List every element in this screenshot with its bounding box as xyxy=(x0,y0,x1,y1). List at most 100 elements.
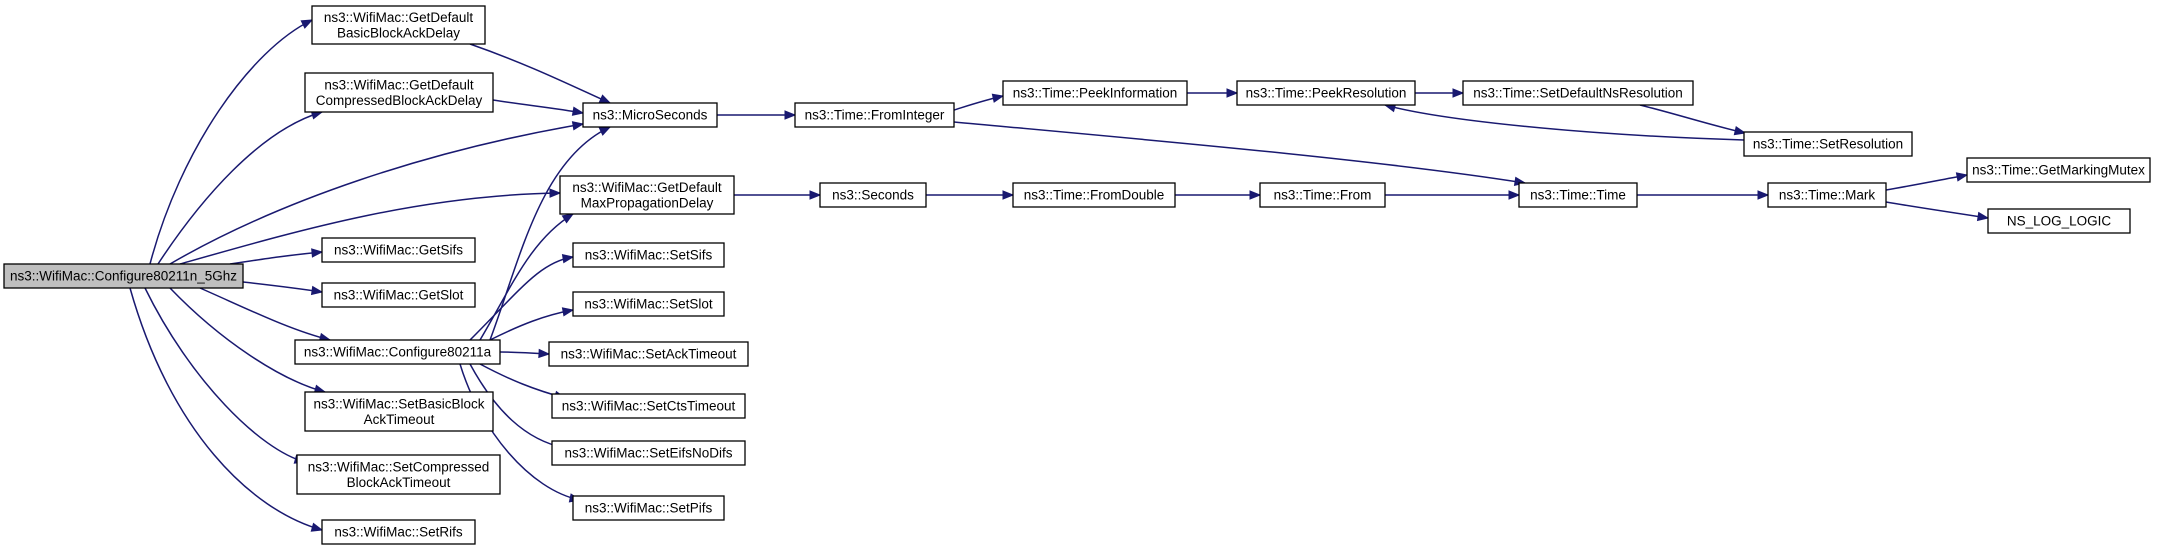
node-setrifs[interactable]: ns3::WifiMac::SetRifs xyxy=(321,519,476,545)
arrowhead-icon xyxy=(561,213,575,224)
node-label: ns3::WifiMac::GetSlot xyxy=(334,288,464,303)
node-mark[interactable]: ns3::Time::Mark xyxy=(1767,182,1887,208)
arrowhead-icon xyxy=(1955,172,1969,182)
node-label: ns3::Time::Time xyxy=(1530,188,1626,203)
node-label: ns3::WifiMac::SetRifs xyxy=(334,525,463,540)
node-gdcbad[interactable]: ns3::WifiMac::GetDefaultCompressedBlockA… xyxy=(304,72,494,113)
node-setcbat[interactable]: ns3::WifiMac::SetCompressedBlockAckTimeo… xyxy=(296,454,501,495)
edge-line xyxy=(157,111,323,265)
node-time[interactable]: ns3::Time::Time xyxy=(1518,182,1638,208)
node-setctsto[interactable]: ns3::WifiMac::SetCtsTimeout xyxy=(551,393,746,419)
node-fromdbl[interactable]: ns3::Time::FromDouble xyxy=(1012,182,1176,208)
edge-line xyxy=(199,287,331,341)
node-label: ns3::WifiMac::SetPifs xyxy=(585,501,713,516)
node-setres[interactable]: ns3::Time::SetResolution xyxy=(1743,131,1913,157)
edge-line xyxy=(1639,104,1746,134)
edge-conf11a-to-gdmpd xyxy=(479,213,575,341)
node-box xyxy=(548,341,749,367)
node-setackto[interactable]: ns3::WifiMac::SetAckTimeout xyxy=(548,341,749,367)
arrowhead-icon xyxy=(1249,190,1262,200)
node-box xyxy=(551,393,746,419)
edge-root-to-getslot xyxy=(242,281,324,296)
node-label: ns3::WifiMac::SetEifsNoDifs xyxy=(564,446,732,461)
arrowhead-icon xyxy=(561,307,575,317)
node-box xyxy=(311,5,486,45)
node-gdmpd[interactable]: ns3::WifiMac::GetDefaultMaxPropagationDe… xyxy=(559,175,735,215)
node-label: ns3::Time::SetResolution xyxy=(1753,137,1903,152)
node-setslot[interactable]: ns3::WifiMac::SetSlot xyxy=(572,291,725,317)
edge-conf11a-to-setsifs xyxy=(469,254,575,341)
node-peekinfo[interactable]: ns3::Time::PeekInformation xyxy=(1002,80,1188,106)
node-peekres[interactable]: ns3::Time::PeekResolution xyxy=(1236,80,1416,106)
edge-line xyxy=(129,287,323,531)
node-micro[interactable]: ns3::MicroSeconds xyxy=(582,102,718,128)
node-box xyxy=(1002,80,1188,106)
node-seconds[interactable]: ns3::Seconds xyxy=(819,182,927,208)
edge-line xyxy=(469,256,574,341)
node-gdbbad[interactable]: ns3::WifiMac::GetDefaultBasicBlockAckDel… xyxy=(311,5,486,45)
node-label: ns3::Seconds xyxy=(832,188,914,203)
node-label: ns3::Time::Mark xyxy=(1779,188,1876,203)
node-conf11a[interactable]: ns3::WifiMac::Configure80211a xyxy=(294,339,501,365)
node-root[interactable]: ns3::WifiMac::Configure80211n_5Ghz xyxy=(3,263,244,289)
edge-line xyxy=(1885,201,1989,219)
arrowhead-icon xyxy=(991,93,1005,103)
edge-line xyxy=(229,251,323,265)
edge-fromint-to-peekinfo xyxy=(953,93,1005,111)
edge-line xyxy=(149,19,313,265)
arrowhead-icon xyxy=(310,285,324,296)
node-box xyxy=(1767,182,1887,208)
node-label: ns3::Time::SetDefaultNsResolution xyxy=(1473,86,1683,101)
node-label: ns3::MicroSeconds xyxy=(593,108,708,123)
node-label: ns3::Time::FromInteger xyxy=(805,108,945,123)
arrowhead-icon xyxy=(538,348,551,359)
node-seteifs[interactable]: ns3::WifiMac::SetEifsNoDifs xyxy=(551,440,746,466)
edge-conf11a-to-setackto xyxy=(499,348,551,359)
node-box xyxy=(304,391,494,432)
node-fromint[interactable]: ns3::Time::FromInteger xyxy=(794,102,955,128)
node-box xyxy=(1012,182,1176,208)
node-box xyxy=(1259,182,1386,208)
node-label: ns3::WifiMac::SetSifs xyxy=(585,248,713,263)
edge-peekinfo-to-peekres xyxy=(1187,88,1239,98)
node-box xyxy=(572,291,725,317)
node-label: CompressedBlockAckDelay xyxy=(316,93,483,108)
arrowhead-icon xyxy=(1757,190,1770,200)
node-setsifs[interactable]: ns3::WifiMac::SetSifs xyxy=(572,242,725,268)
edge-line xyxy=(169,287,326,393)
edge-line xyxy=(469,43,611,104)
edge-line xyxy=(242,281,323,293)
node-getsifs[interactable]: ns3::WifiMac::GetSifs xyxy=(321,237,476,263)
node-box xyxy=(1987,208,2131,234)
node-label: BlockAckTimeout xyxy=(347,475,451,490)
arrowhead-icon xyxy=(300,19,314,29)
edge-fromint-to-time xyxy=(953,121,1527,187)
nodes-layer: ns3::WifiMac::Configure80211n_5Ghzns3::W… xyxy=(3,5,2151,545)
node-box xyxy=(582,102,718,128)
node-setpifs[interactable]: ns3::WifiMac::SetPifs xyxy=(572,495,725,521)
node-box xyxy=(551,440,746,466)
node-getmutex[interactable]: ns3::Time::GetMarkingMutex xyxy=(1966,157,2151,183)
edge-fromdbl-to-from xyxy=(1175,190,1262,200)
node-label: ns3::Time::FromDouble xyxy=(1024,188,1165,203)
node-setdefres[interactable]: ns3::Time::SetDefaultNsResolution xyxy=(1462,80,1694,106)
arrowhead-icon xyxy=(598,94,612,104)
node-box xyxy=(794,102,955,128)
node-nslog[interactable]: NS_LOG_LOGIC xyxy=(1987,208,2131,234)
node-from[interactable]: ns3::Time::From xyxy=(1259,182,1386,208)
edge-root-to-setcbat xyxy=(144,287,307,464)
arrowhead-icon xyxy=(549,188,562,198)
node-label: MaxPropagationDelay xyxy=(581,195,714,210)
edge-line xyxy=(459,363,581,501)
node-box xyxy=(304,72,494,113)
edge-line xyxy=(1384,104,1745,141)
edge-time-to-mark xyxy=(1637,190,1770,200)
edge-line xyxy=(479,213,574,341)
edge-line xyxy=(169,123,584,265)
edge-line xyxy=(489,309,574,341)
edge-line xyxy=(492,99,584,114)
edge-line xyxy=(144,287,306,463)
node-label: ns3::WifiMac::SetCompressed xyxy=(308,459,490,474)
node-getslot[interactable]: ns3::WifiMac::GetSlot xyxy=(321,282,476,308)
